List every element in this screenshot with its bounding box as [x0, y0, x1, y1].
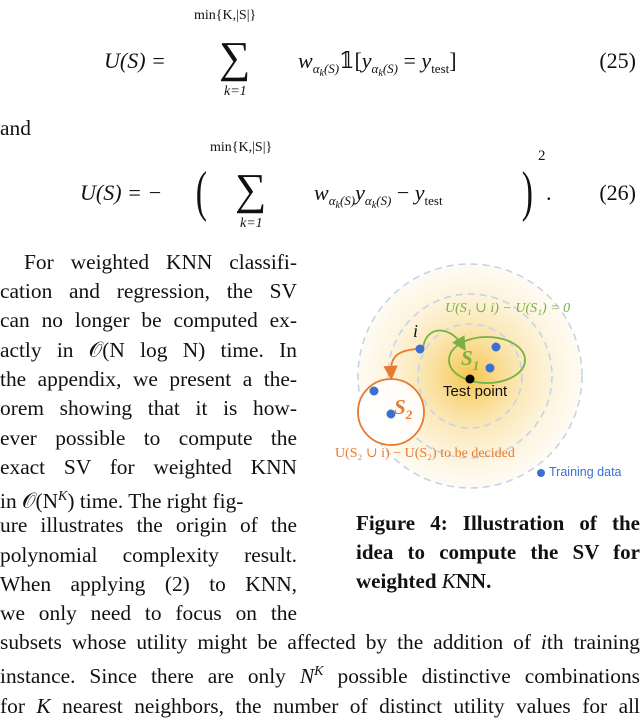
para-line-13: we only need to focus on the [0, 601, 297, 625]
training-point [485, 363, 495, 373]
training-point [386, 409, 396, 419]
distance-ring-inner [417, 323, 523, 429]
para-line-11: polynomial complexity result. [0, 543, 297, 567]
caption-line-1: Figure 4: Illustration of the [356, 511, 640, 535]
eq26-close-paren: ) [521, 161, 533, 223]
para-line-10: ure illustrates the origin of the [0, 513, 297, 537]
distance-ring-outer [357, 263, 583, 489]
left-column-paragraph: For weighted KNN classifi- cation and re… [0, 248, 297, 600]
para-line-5: the appendix, we present a the- [0, 367, 297, 391]
label-s2: S2 [394, 395, 413, 423]
eq26-exponent: 2 [538, 148, 546, 164]
figure-4: i S1 S2 U(S₁ ∪ i) − U(S₁) = 0 Test point… [330, 255, 640, 500]
eq26-period: . [546, 180, 552, 205]
eq25-sum-upper: min{K,|S|} [194, 8, 257, 23]
and-text: and [0, 116, 31, 140]
para-line-7: ever possible to compute the [0, 426, 297, 450]
eq26-lhs: U(S) = − [80, 180, 163, 205]
eq26-sum-symbol: ∑ [235, 165, 267, 214]
training-point-i [415, 344, 425, 354]
caption-line-2: idea to compute the SV for [356, 540, 640, 564]
legend-training-marker [537, 469, 545, 477]
eq26-open-paren: ( [195, 161, 207, 223]
legend-training-label: Training data [549, 465, 622, 479]
label-s1: S1 [461, 346, 480, 374]
eq26-sum-lower: k=1 [240, 216, 263, 231]
full-line-3: for K nearest neighbors, the number of d… [0, 693, 640, 718]
s2-utility-annotation: U(S₂ ∪ i) − U(S₂) to be decided [335, 446, 515, 461]
eq26-sum-upper: min{K,|S|} [210, 140, 273, 155]
equation-26: U(S) = − ( min{K,|S|} ∑ k=1 wαk(S)yαk(S)… [80, 140, 640, 240]
full-line-1: subsets whose utility might be affected … [0, 630, 640, 654]
test-point-marker [465, 374, 475, 384]
full-width-paragraph: subsets whose utility might be affected … [0, 628, 640, 721]
para-line-1: For weighted KNN classifi- [24, 250, 297, 274]
equation-25: U(S) = min{K,|S|} ∑ k=1 wαk(S)𝟙[yαk(S) =… [104, 0, 640, 100]
arrow-to-s1 [422, 329, 466, 352]
eq25-sum-symbol: ∑ [219, 33, 251, 82]
eq25-sum-lower: k=1 [224, 84, 247, 99]
knn-illustration [357, 263, 583, 489]
para-line-8: exact SV for weighted KNN [0, 455, 297, 479]
eq25-body: wαk(S)𝟙[yαk(S) = ytest] [298, 48, 457, 79]
eq26-body: wαk(S)yαk(S) − ytest [314, 180, 443, 211]
eq26-number: (26) [599, 180, 636, 205]
figure-caption: Figure 4: Illustration of the idea to co… [356, 509, 640, 596]
para-line-9: in 𝒪(NK) time. The right fig- [0, 489, 244, 514]
full-line-2: instance. Since there are only NK possib… [0, 664, 640, 689]
eq25-lhs: U(S) = [104, 48, 166, 73]
para-line-6: orem showing that it is how- [0, 396, 297, 420]
para-line-4: actly in 𝒪(N log N) time. In [0, 338, 297, 362]
arrow-to-s2 [383, 348, 419, 381]
training-point [369, 386, 379, 396]
s1-utility-annotation: U(S₁ ∪ i) − U(S₁) = 0 [445, 301, 571, 316]
test-point-label: Test point [443, 383, 508, 400]
subset-s1-ellipse [448, 336, 526, 384]
label-i: i [413, 321, 419, 341]
para-line-2: cation and regression, the SV [0, 279, 297, 303]
para-line-3: can no longer be computed ex- [0, 308, 297, 332]
para-line-12: When applying (2) to KNN, [0, 572, 297, 596]
training-point [491, 342, 501, 352]
caption-line-3: weighted KNN. [356, 569, 492, 593]
eq25-number: (25) [599, 48, 636, 73]
